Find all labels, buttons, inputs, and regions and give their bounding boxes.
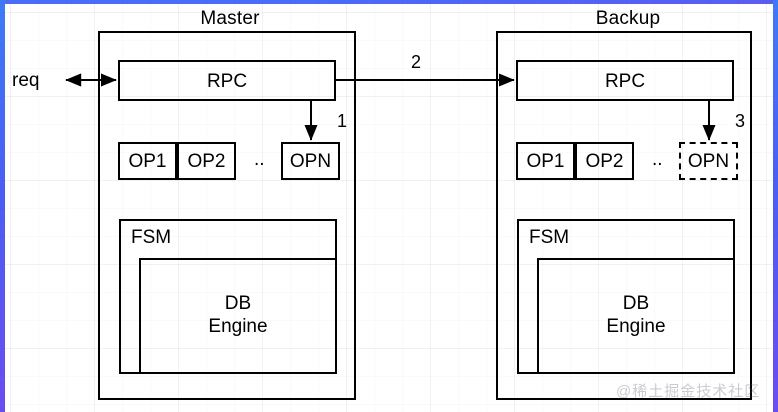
- backup-ops-ellipsis: ..: [652, 149, 663, 170]
- master-rpc-box: RPC: [118, 60, 336, 101]
- watermark-text: @稀土掘金技术社区: [616, 383, 761, 400]
- frame-border-top: [0, 0, 778, 4]
- master-op-box-1: OP2: [177, 142, 236, 180]
- master-op-label-0: OP1: [128, 151, 167, 172]
- backup-container: [496, 31, 752, 400]
- backup-db-engine-box: DB Engine: [537, 258, 735, 374]
- master-op-label-1: OP2: [187, 151, 226, 172]
- master-op-box-n: OPN: [281, 142, 340, 180]
- replication-arrow-label: 2: [411, 52, 422, 72]
- backup-op-box-0: OP1: [516, 142, 575, 180]
- master-apply-arrow-label: 1: [337, 111, 348, 131]
- master-container: [98, 31, 356, 400]
- backup-apply-arrow-label: 3: [735, 111, 746, 131]
- backup-db-label-line2: Engine: [606, 316, 666, 337]
- master-op-box-0: OP1: [118, 142, 177, 180]
- backup-op-box-1: OP2: [575, 142, 634, 180]
- req-label: req: [12, 70, 40, 91]
- backup-op-label-1: OP2: [585, 151, 624, 172]
- master-db-label-line1: DB: [224, 293, 252, 314]
- master-rpc-label: RPC: [206, 71, 248, 92]
- frame-border-right: [773, 0, 778, 412]
- master-title: Master: [200, 8, 260, 29]
- backup-op-label-n: OPN: [687, 151, 730, 172]
- backup-title: Backup: [595, 8, 661, 29]
- master-db-engine-box: DB Engine: [139, 258, 337, 374]
- frame-border-left: [0, 0, 5, 412]
- backup-db-label-line1: DB: [622, 293, 650, 314]
- master-ops-ellipsis: ..: [254, 149, 265, 170]
- backup-op-box-n: OPN: [679, 142, 738, 180]
- backup-fsm-label: FSM: [529, 227, 570, 248]
- master-db-label-line2: Engine: [208, 316, 268, 337]
- master-op-label-n: OPN: [289, 151, 332, 172]
- backup-rpc-label: RPC: [604, 71, 646, 92]
- master-fsm-label: FSM: [131, 227, 172, 248]
- backup-op-label-0: OP1: [526, 151, 565, 172]
- backup-rpc-box: RPC: [516, 60, 734, 101]
